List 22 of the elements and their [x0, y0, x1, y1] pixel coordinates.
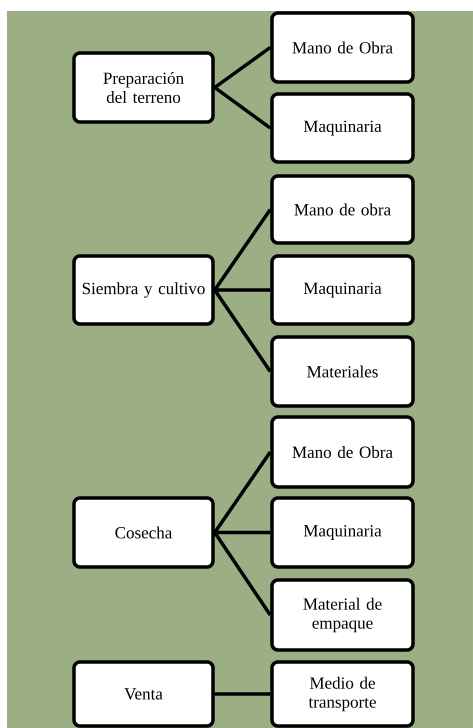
- process-box: Maquinaria: [270, 92, 415, 164]
- process-box: Mano de Obra: [270, 415, 415, 489]
- connector-line: [214, 86, 272, 130]
- connector-line: [213, 451, 272, 534]
- process-box: Material de empaque: [270, 578, 415, 652]
- connector-line: [214, 288, 270, 292]
- connector-line: [213, 289, 272, 372]
- process-box: Preparación del terreno: [72, 51, 215, 124]
- process-box: Maquinaria: [270, 496, 415, 569]
- process-box: Medio de transporte: [270, 660, 415, 728]
- process-box: Materiales: [270, 335, 415, 408]
- process-box: Siembra y cultivo: [72, 254, 215, 326]
- process-box: Mano de Obra: [270, 11, 415, 84]
- connector-line: [214, 530, 270, 534]
- process-box: Maquinaria: [270, 254, 415, 326]
- connector-line: [214, 692, 270, 696]
- process-box: Venta: [72, 660, 215, 728]
- process-box: Cosecha: [72, 496, 215, 569]
- connector-line: [213, 532, 272, 616]
- connector-line: [214, 46, 272, 89]
- process-box: Mano de obra: [270, 174, 415, 245]
- connector-line: [213, 208, 272, 291]
